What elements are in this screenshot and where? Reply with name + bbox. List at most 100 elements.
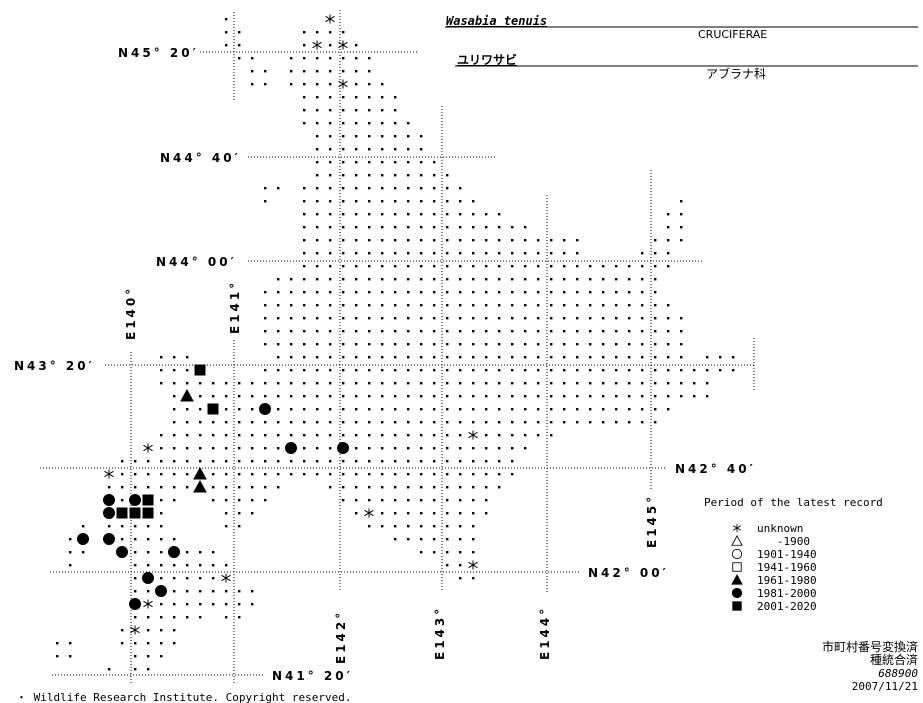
mesh-dot [680,356,683,359]
mesh-dot [433,239,436,242]
mesh-dot [459,304,462,307]
mesh-dot [147,473,150,476]
mesh-dot [563,317,566,320]
mesh-dot [277,460,280,463]
mesh-dot [446,447,449,450]
mesh-dot [251,70,254,73]
mesh-dot [628,265,631,268]
mesh-dot [472,213,475,216]
mesh-dot [576,291,579,294]
mesh-dot [407,538,410,541]
mesh-dot [485,304,488,307]
mesh-dot [641,343,644,346]
mesh-dot [316,148,319,151]
survey-mesh-dots [56,18,735,671]
mesh-dot [615,278,618,281]
mesh-dot [290,343,293,346]
mesh-dot [472,382,475,385]
mesh-dot [472,226,475,229]
asterisk-record [221,573,231,583]
mesh-dot [355,70,358,73]
label-e141: E141° [228,280,242,334]
mesh-dot [485,356,488,359]
mesh-dot [615,317,618,320]
mesh-dot [407,525,410,528]
mesh-dot [316,460,319,463]
mesh-dot [277,473,280,476]
mesh-dot [654,330,657,333]
mesh-dot [719,356,722,359]
mesh-dot [485,408,488,411]
mesh-dot [472,369,475,372]
circle-filled-record [77,533,89,545]
mesh-dot [355,122,358,125]
mesh-dot [433,486,436,489]
mesh-dot [303,421,306,424]
mesh-dot [290,434,293,437]
mesh-dot [563,239,566,242]
mesh-dot [329,200,332,203]
mesh-dot [459,317,462,320]
mesh-dot [433,200,436,203]
mesh-dot [277,447,280,450]
mesh-dot [277,317,280,320]
mesh-dot [589,356,592,359]
mesh-dot [602,395,605,398]
mesh-dot [303,408,306,411]
mesh-dot [277,421,280,424]
mesh-dot [381,499,384,502]
scientific-name: Wasabia tenuis [446,14,547,28]
mesh-dot [69,655,72,658]
mesh-dot [433,291,436,294]
mesh-dot [290,317,293,320]
mesh-dot [381,200,384,203]
mesh-dot [511,369,514,372]
mesh-dot [329,369,332,372]
label-e142: E142° [334,610,348,664]
mesh-dot [355,252,358,255]
mesh-dot [329,187,332,190]
mesh-dot [680,317,683,320]
mesh-dot [355,512,358,515]
mesh-dot [329,213,332,216]
mesh-dot [524,369,527,372]
mesh-dot [693,395,696,398]
mesh-dot [537,252,540,255]
mesh-dot [446,278,449,281]
mesh-dot [628,304,631,307]
mesh-dot [316,434,319,437]
mesh-dot [160,434,163,437]
mesh-dot [420,291,423,294]
mesh-dot [199,408,202,411]
mesh-dot [641,304,644,307]
mesh-dot [108,525,111,528]
mesh-dot [290,421,293,424]
mesh-dot [251,499,254,502]
mesh-dot [589,278,592,281]
mesh-dot [550,330,553,333]
mesh-dot [407,304,410,307]
mesh-dot [303,44,306,47]
mesh-dot [199,447,202,450]
mesh-dot [381,239,384,242]
mesh-dot [472,486,475,489]
mesh-dot [342,31,345,34]
mesh-dot [511,434,514,437]
mesh-dot [433,343,436,346]
circle-filled-record [259,403,271,415]
asterisk-record [325,14,335,24]
mesh-dot [290,382,293,385]
mesh-dot [394,460,397,463]
mesh-dot [524,226,527,229]
mesh-dot [264,421,267,424]
mesh-dot [134,655,137,658]
mesh-dot [368,148,371,151]
mesh-dot [160,655,163,658]
mesh-dot [524,304,527,307]
mesh-dot [329,343,332,346]
mesh-dot [329,148,332,151]
mesh-dot [433,278,436,281]
mesh-dot [381,447,384,450]
mesh-dot [303,226,306,229]
mesh-dot [407,382,410,385]
